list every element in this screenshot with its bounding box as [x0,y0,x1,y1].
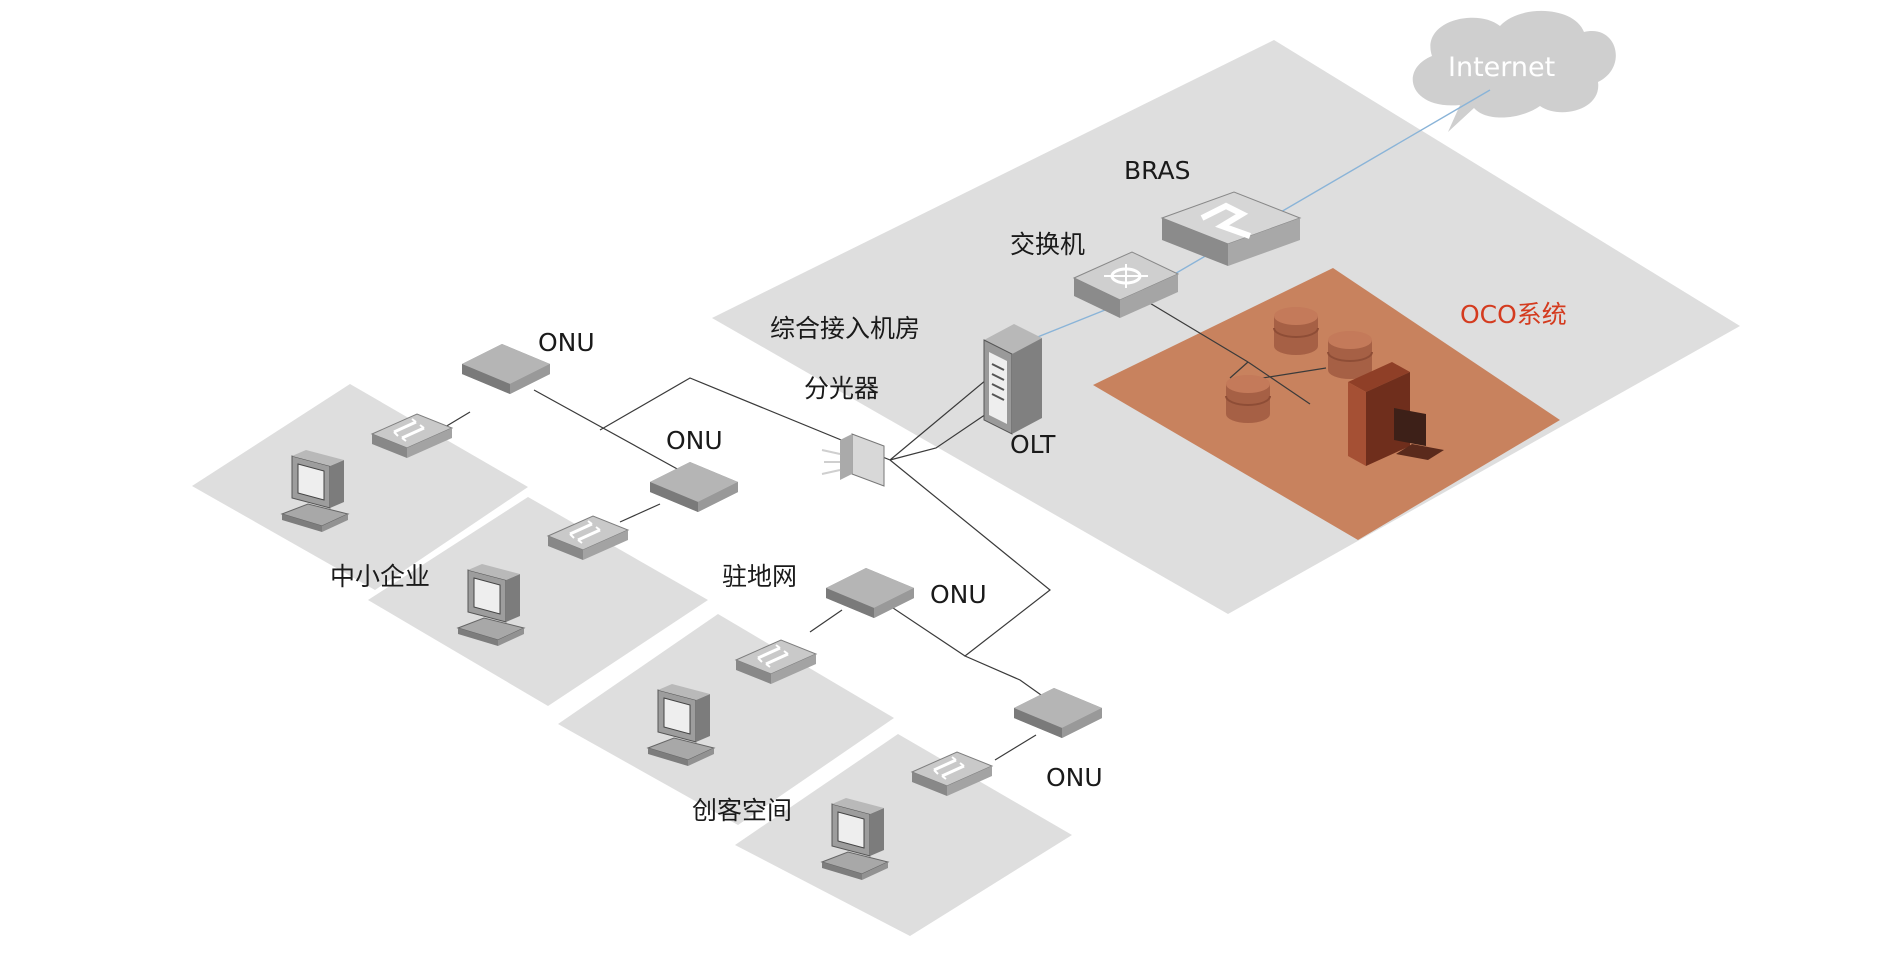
onu-icon [650,462,738,512]
olt-label: OLT [1010,430,1056,459]
desktop-pc-icon [647,683,715,767]
server-workstation-icon [1348,362,1444,466]
switch-icon [1072,251,1180,318]
switch-label: 交换机 [1010,230,1086,259]
onu-icon [826,568,914,618]
onu-label-1: ONU [538,328,595,357]
onu-label-2: ONU [666,426,723,455]
zone-label-resident: 驻地网 [722,562,798,591]
database-icon [1273,306,1319,356]
database-icon [1327,330,1373,380]
internet-label: Internet [1448,52,1556,83]
onu-label-4: ONU [1046,763,1103,792]
bras-label: BRAS [1124,156,1191,185]
oco-area [1093,268,1560,540]
bras-router-icon [1160,191,1302,266]
zone-label-maker: 创客空间 [692,796,793,825]
desktop-pc-icon [457,563,525,647]
zone-platform-sme-2 [368,497,708,706]
splitter-icon [821,433,885,487]
zone-platform-maker [735,734,1072,936]
olt-cabinet-icon [983,324,1042,435]
database-icon [1225,374,1271,424]
zone-platform-sme [192,384,528,590]
access-room-label: 综合接入机房 [770,314,921,343]
onu-icon [462,344,550,394]
zone-label-sme: 中小企业 [330,562,431,591]
onu-label-3: ONU [930,580,987,609]
oco-system-label: OCO系统 [1460,300,1567,329]
desktop-pc-icon [281,449,349,533]
onu-icon [1014,688,1102,738]
desktop-pc-icon [821,797,889,881]
cloud-icon [1412,10,1616,132]
splitter-label: 分光器 [804,374,880,403]
zone-platform-resident [558,614,894,825]
